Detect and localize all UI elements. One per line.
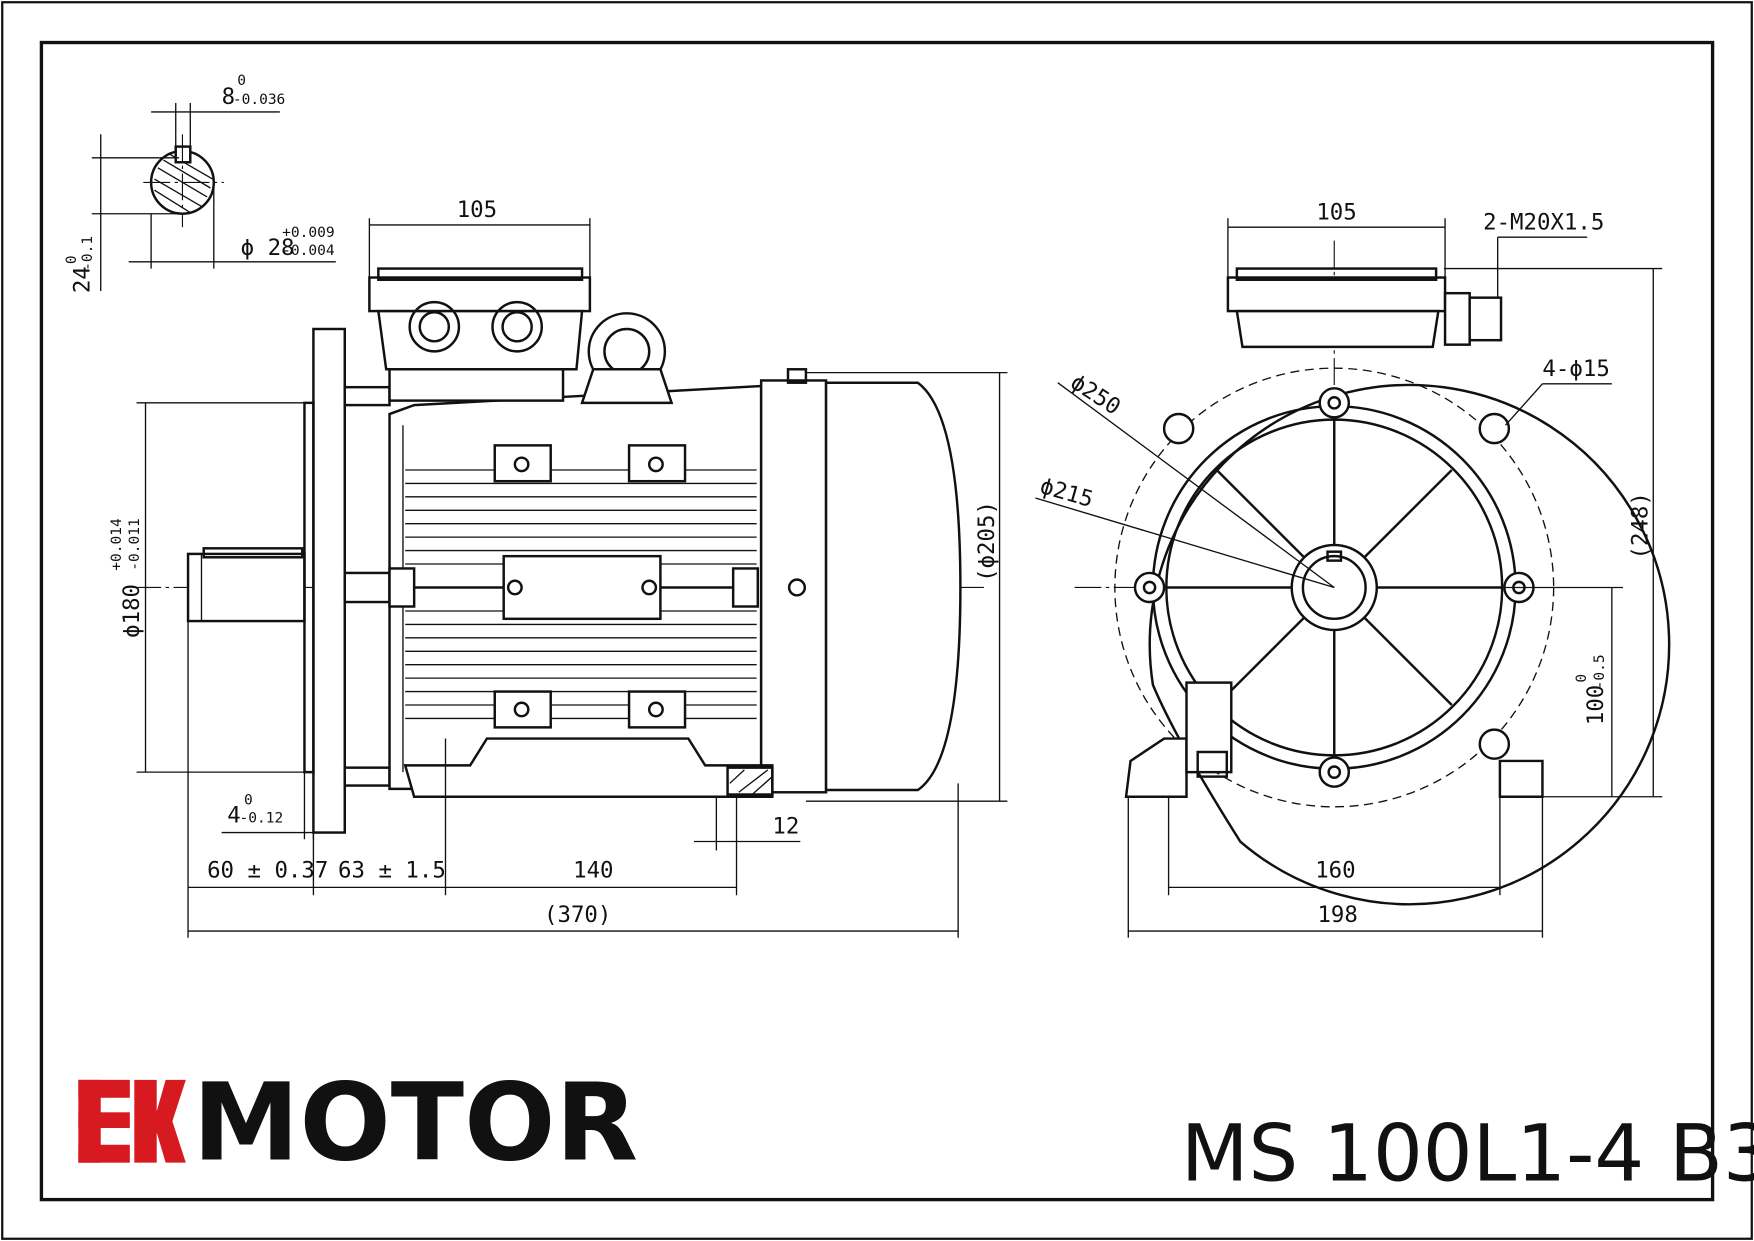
flange-to-foot-label: 63 ± 1.5 xyxy=(338,857,446,883)
end-terminal-width: 105 xyxy=(1316,199,1356,225)
side-view xyxy=(134,267,986,834)
brand-name: MOTOR xyxy=(193,1060,639,1185)
frame-dia-label: (ϕ205) xyxy=(974,501,1000,582)
spigot-lower: -0.011 xyxy=(127,518,143,570)
key-depth-label: 24 xyxy=(70,266,96,293)
foot-hole-label: 12 xyxy=(772,814,799,840)
spigot-depth-label: 4 xyxy=(227,802,240,828)
foot-width-label: 198 xyxy=(1317,902,1357,928)
foot-holes-span-label: 160 xyxy=(1315,857,1355,883)
model-designation: MS 100L1-4 B35 xyxy=(1181,1109,1754,1200)
side-dimensions: 105 ϕ180 +0.014 -0.011 4 0 -0.12 60 ± 0.… xyxy=(109,197,1008,938)
shaft-key-detail: 8 0 -0.036 24 0 -0.1 ϕ 28 +0.009 -0.004 xyxy=(64,73,336,293)
foot-span-label: 140 xyxy=(573,857,613,883)
brand-logo: MOTOR xyxy=(78,1060,638,1185)
cable-glands-label: 2-M20X1.5 xyxy=(1483,209,1604,235)
key-depth-lower: -0.1 xyxy=(80,236,96,271)
shaft-height-label: 100 xyxy=(1583,685,1609,725)
key-width-lower: -0.036 xyxy=(233,92,286,108)
overall-height-label: (248) xyxy=(1628,492,1654,559)
shaft-dia-label: ϕ 28 xyxy=(241,235,295,261)
key-depth-upper: 0 xyxy=(64,255,80,264)
overall-length-label: (370) xyxy=(544,902,611,928)
pcd-label: ϕ250 xyxy=(1066,369,1125,420)
key-width-label: 8 xyxy=(222,84,235,110)
spigot-dia-label: ϕ180 xyxy=(119,584,145,638)
side-terminal-width: 105 xyxy=(457,197,497,223)
end-view xyxy=(1074,240,1671,906)
shaft-dia-upper: +0.009 xyxy=(282,225,335,241)
flange-holes-label: 4-ϕ15 xyxy=(1542,356,1609,382)
shaft-height-upper: 0 xyxy=(1574,674,1590,683)
key-width-upper: 0 xyxy=(237,73,246,89)
shaft-height-lower: -0.5 xyxy=(1592,654,1608,689)
spigot-depth-lower: -0.12 xyxy=(240,810,284,826)
spigot-depth-upper: 0 xyxy=(244,793,253,809)
shaft-dia-lower: -0.004 xyxy=(282,243,335,259)
ek-logo-mark xyxy=(78,1079,186,1163)
spigot-upper: +0.014 xyxy=(109,518,125,571)
shaft-length-label: 60 ± 0.37 xyxy=(207,857,328,883)
drawing-frame xyxy=(39,40,1715,1202)
